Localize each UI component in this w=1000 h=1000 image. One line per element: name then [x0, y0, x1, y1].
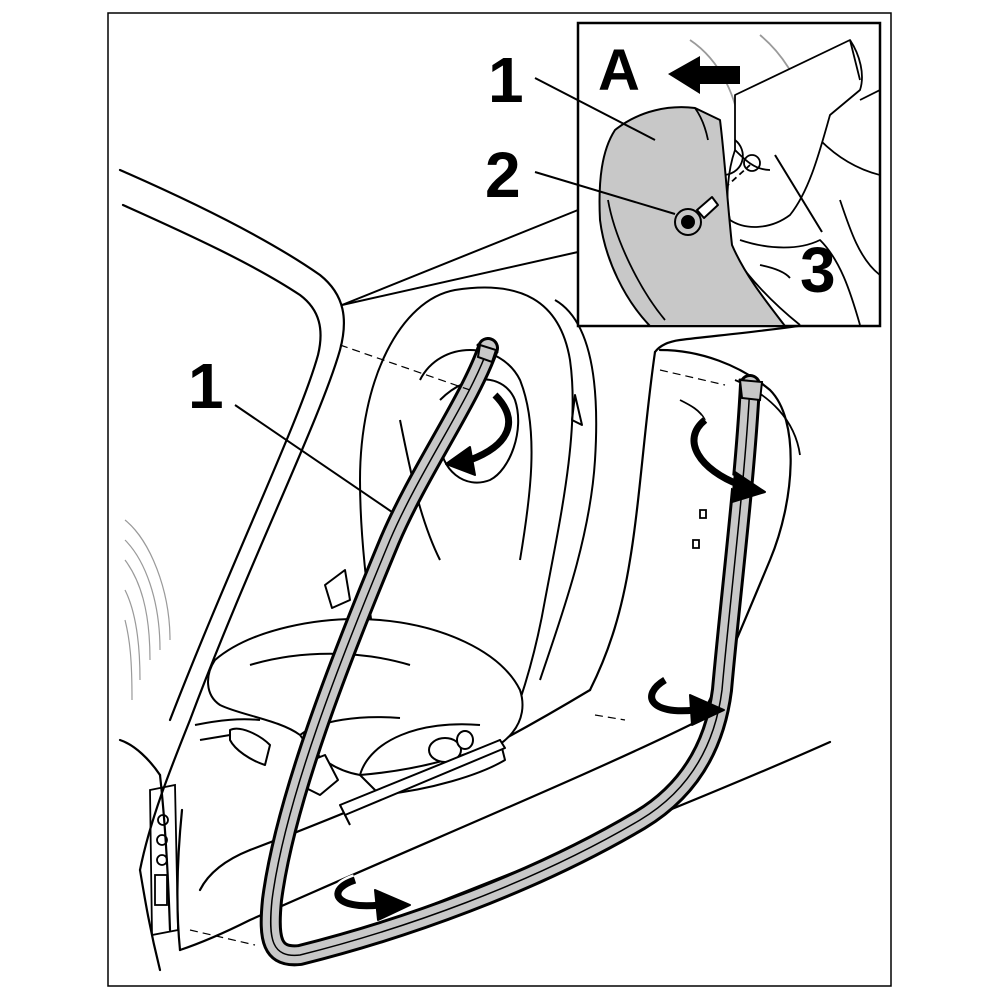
leader-detail-screw	[534, 171, 676, 215]
curved-arrow-icon	[332, 874, 411, 921]
dashed-guides	[189, 344, 726, 946]
leader-detail-panel	[534, 77, 656, 141]
leader-detail-part	[774, 154, 823, 233]
inset-projection-lines	[341, 209, 579, 306]
leader-main-seal	[234, 404, 393, 513]
seal-end-caps	[476, 343, 764, 402]
steering-wheel-ghost	[124, 519, 171, 701]
callout-main-seal: 1	[188, 350, 224, 422]
front-hinge-plate	[149, 783, 179, 937]
callout-detail-panel: 1	[488, 44, 524, 116]
callout-detail-screw: 2	[485, 139, 521, 211]
callout-detail-view: A	[598, 38, 640, 103]
curved-arrow-icon	[645, 674, 725, 726]
callout-detail-part: 3	[800, 234, 836, 306]
removal-arrows	[332, 390, 766, 921]
curved-arrow-icon	[688, 415, 766, 503]
arrow-left-icon	[668, 56, 740, 94]
seat	[194, 286, 598, 826]
detail-inset: A 1 2 3	[485, 21, 882, 328]
curved-arrow-icon	[445, 390, 515, 476]
screw-icon	[674, 196, 719, 236]
